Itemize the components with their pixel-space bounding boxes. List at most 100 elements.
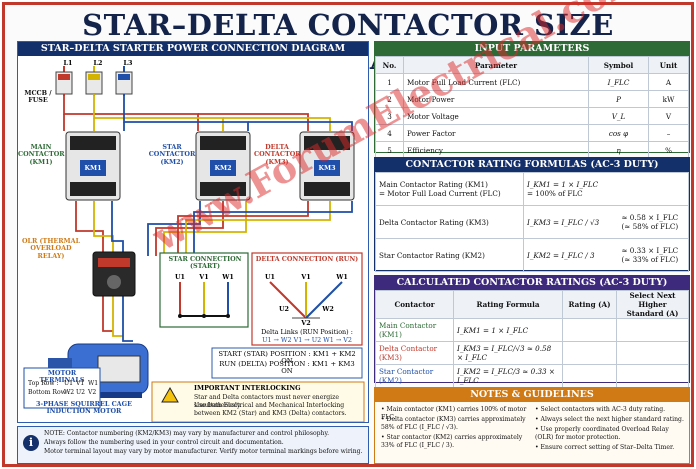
delta-u1: U1 [264, 273, 276, 281]
notes-panel: NOTES & GUIDELINES • Main contactor (KM1… [374, 387, 690, 464]
terminal-bottom-1: W2 [64, 389, 75, 396]
row-param: Motor Power [403, 90, 589, 108]
standard-value[interactable] [616, 318, 689, 342]
col-standard: Select Next Higher Standard (A) [616, 290, 689, 319]
delta-v2: V2 [301, 319, 311, 327]
row-symbol: η [588, 141, 649, 159]
calculated-table: Contactor Rating Formula Rating (A) Sele… [375, 290, 689, 388]
rating-formula: I_KM1 = 1 × I_FLC [453, 318, 563, 342]
motor-label: 3-PHASE SQUIRREL CAGE INDUCTION MOTOR [36, 400, 132, 416]
interlock-title: IMPORTANT INTERLOCKING [194, 384, 301, 392]
input-header-row: No. Parameter Symbol Unit [375, 56, 689, 74]
calculated-row: Star Contactor (KM2)I_KM2 = I_FLC/3 ≈ 0.… [375, 364, 689, 388]
row-unit: A [648, 73, 689, 91]
calculated-panel: CALCULATED CONTACTOR RATINGS (AC-3 DUTY)… [374, 275, 690, 388]
position-box [211, 347, 363, 379]
note-right-1: • Select contactors with AC-3 duty ratin… [535, 406, 666, 413]
terminals-bottom-label: Bottom Row : [28, 389, 70, 396]
col-parameter: Parameter [403, 56, 589, 74]
rating-value[interactable] [562, 318, 617, 342]
mccb-fuse-block [55, 71, 133, 95]
col-rating: Rating (A) [562, 290, 617, 319]
delta-connection-title: DELTA CONNECTION (RUN) [255, 255, 359, 263]
standard-value[interactable] [616, 341, 689, 365]
contactor-name: Star Contactor (KM2) [375, 364, 454, 388]
overload-relay [92, 251, 136, 297]
phase-l1-label: L1 [63, 59, 73, 67]
row-param: Motor Full Load Current (FLC) [403, 73, 589, 91]
note-right-4: • Ensure correct setting of Star–Delta T… [535, 444, 675, 451]
star-connection-diagram [159, 252, 249, 328]
row-symbol: V_L [588, 107, 649, 125]
rating-formula: I_KM2 = I_FLC/3 ≈ 0.33 × I_FLC [453, 364, 563, 388]
formula-expr: I_KM1 = 1 × I_FLC [527, 180, 599, 189]
diagram-header: STAR–DELTA STARTER POWER CONNECTION DIAG… [18, 42, 368, 56]
phase-l3-label: L3 [123, 59, 133, 67]
note-right-2: • Always select the next higher standard… [535, 416, 684, 423]
row-no: 3 [375, 107, 404, 125]
motor-terminals-box [23, 367, 101, 409]
terminal-bottom-3: V2 [88, 389, 97, 396]
interlock-item-1: Star and Delta contactors must never ene… [194, 394, 339, 409]
calculated-row: Main Contactor (KM1)I_KM1 = 1 × I_FLC [375, 318, 689, 342]
run-position-text: RUN (DELTA) POSITION : KM1 + KM3 ON [219, 360, 355, 376]
formula-approx-2: (≈ 33% of FLC) [621, 255, 679, 264]
diagram-panel: STAR–DELTA STARTER POWER CONNECTION DIAG… [17, 41, 369, 423]
km2-tag: KM2 [214, 164, 232, 172]
note-line-2: Always follow the numbering used in your… [44, 439, 284, 446]
formula-approx-2: (≈ 58% of FLC) [621, 222, 679, 231]
delta-contactor-label: DELTA CONTACTOR (KM3) [254, 143, 301, 166]
delta-connection-diagram [251, 252, 363, 346]
row-no: 4 [375, 124, 404, 142]
note-left-3: • Star contactor (KM2) carries approxima… [381, 434, 523, 449]
terminal-top-3: W1 [88, 380, 99, 387]
rating-value[interactable] [562, 341, 617, 365]
row-param: Efficiency [403, 141, 589, 159]
note-left-2: • Delta contactor (KM3) carries approxim… [381, 416, 526, 431]
terminal-top-1: U1 [64, 380, 74, 387]
terminal-top-2: V1 [76, 380, 85, 387]
formula-expr-2: = 100% of FLC [527, 189, 583, 198]
row-param: Power Factor [403, 124, 589, 142]
contactor-name: Delta Contactor (KM3) [375, 341, 454, 365]
row-no: 1 [375, 73, 404, 91]
info-icon: i [23, 435, 39, 451]
formula-name: Star Contactor Rating (KM2) [375, 238, 524, 272]
start-position-text: START (STAR) POSITION : KM1 + KM2 ON [218, 350, 356, 366]
formula-name: Delta Contactor Rating (KM3) [375, 205, 524, 239]
km3-tag: KM3 [318, 164, 336, 172]
formula-name: Main Contactor Rating (KM1) [379, 180, 488, 189]
col-rating-formula: Rating Formula [453, 290, 563, 319]
delta-links: U1 → W2 V1 → U2 W1 → V2 [262, 336, 352, 344]
row-symbol: I_FLC [588, 73, 649, 91]
formulas-header: CONTACTOR RATING FORMULAS (AC-3 DUTY) [375, 158, 689, 172]
row-no: 2 [375, 90, 404, 108]
formula-expr: I_KM3 = I_FLC / √3 [523, 205, 619, 239]
rating-value[interactable] [562, 364, 617, 388]
terminals-top-label: Top Row : [28, 380, 59, 387]
delta-w2: W2 [322, 305, 334, 313]
mccb-label: MCCB / FUSE [24, 89, 52, 105]
interlock-box [151, 381, 365, 422]
star-contactor-label: STAR CONTACTOR (KM2) [148, 143, 196, 166]
power-diagram [23, 66, 365, 422]
col-symbol: Symbol [588, 56, 649, 74]
note-left-1: • Main contactor (KM1) carries 100% of m… [381, 406, 527, 421]
formula-row: Star Contactor Rating (KM2) I_KM2 = I_FL… [375, 238, 689, 272]
note-line-3: Motor terminal layout may vary by motor … [44, 448, 363, 455]
row-param: Motor Voltage [403, 107, 589, 125]
delta-u2: U2 [278, 305, 290, 313]
col-contactor: Contactor [375, 290, 454, 319]
note-right-3: • Use properly coordinated Overload Rela… [535, 426, 669, 441]
note-box: i NOTE: Contactor numbering (KM2/KM3) ma… [17, 426, 369, 464]
row-symbol: cos φ [588, 124, 649, 142]
delta-links-title: Delta Links (RUN Position) : [261, 328, 353, 336]
row-unit: – [648, 124, 689, 142]
standard-value[interactable] [616, 364, 689, 388]
delta-contactor-km3 [299, 131, 355, 201]
formula-row: Delta Contactor Rating (KM3) I_KM3 = I_F… [375, 205, 689, 239]
